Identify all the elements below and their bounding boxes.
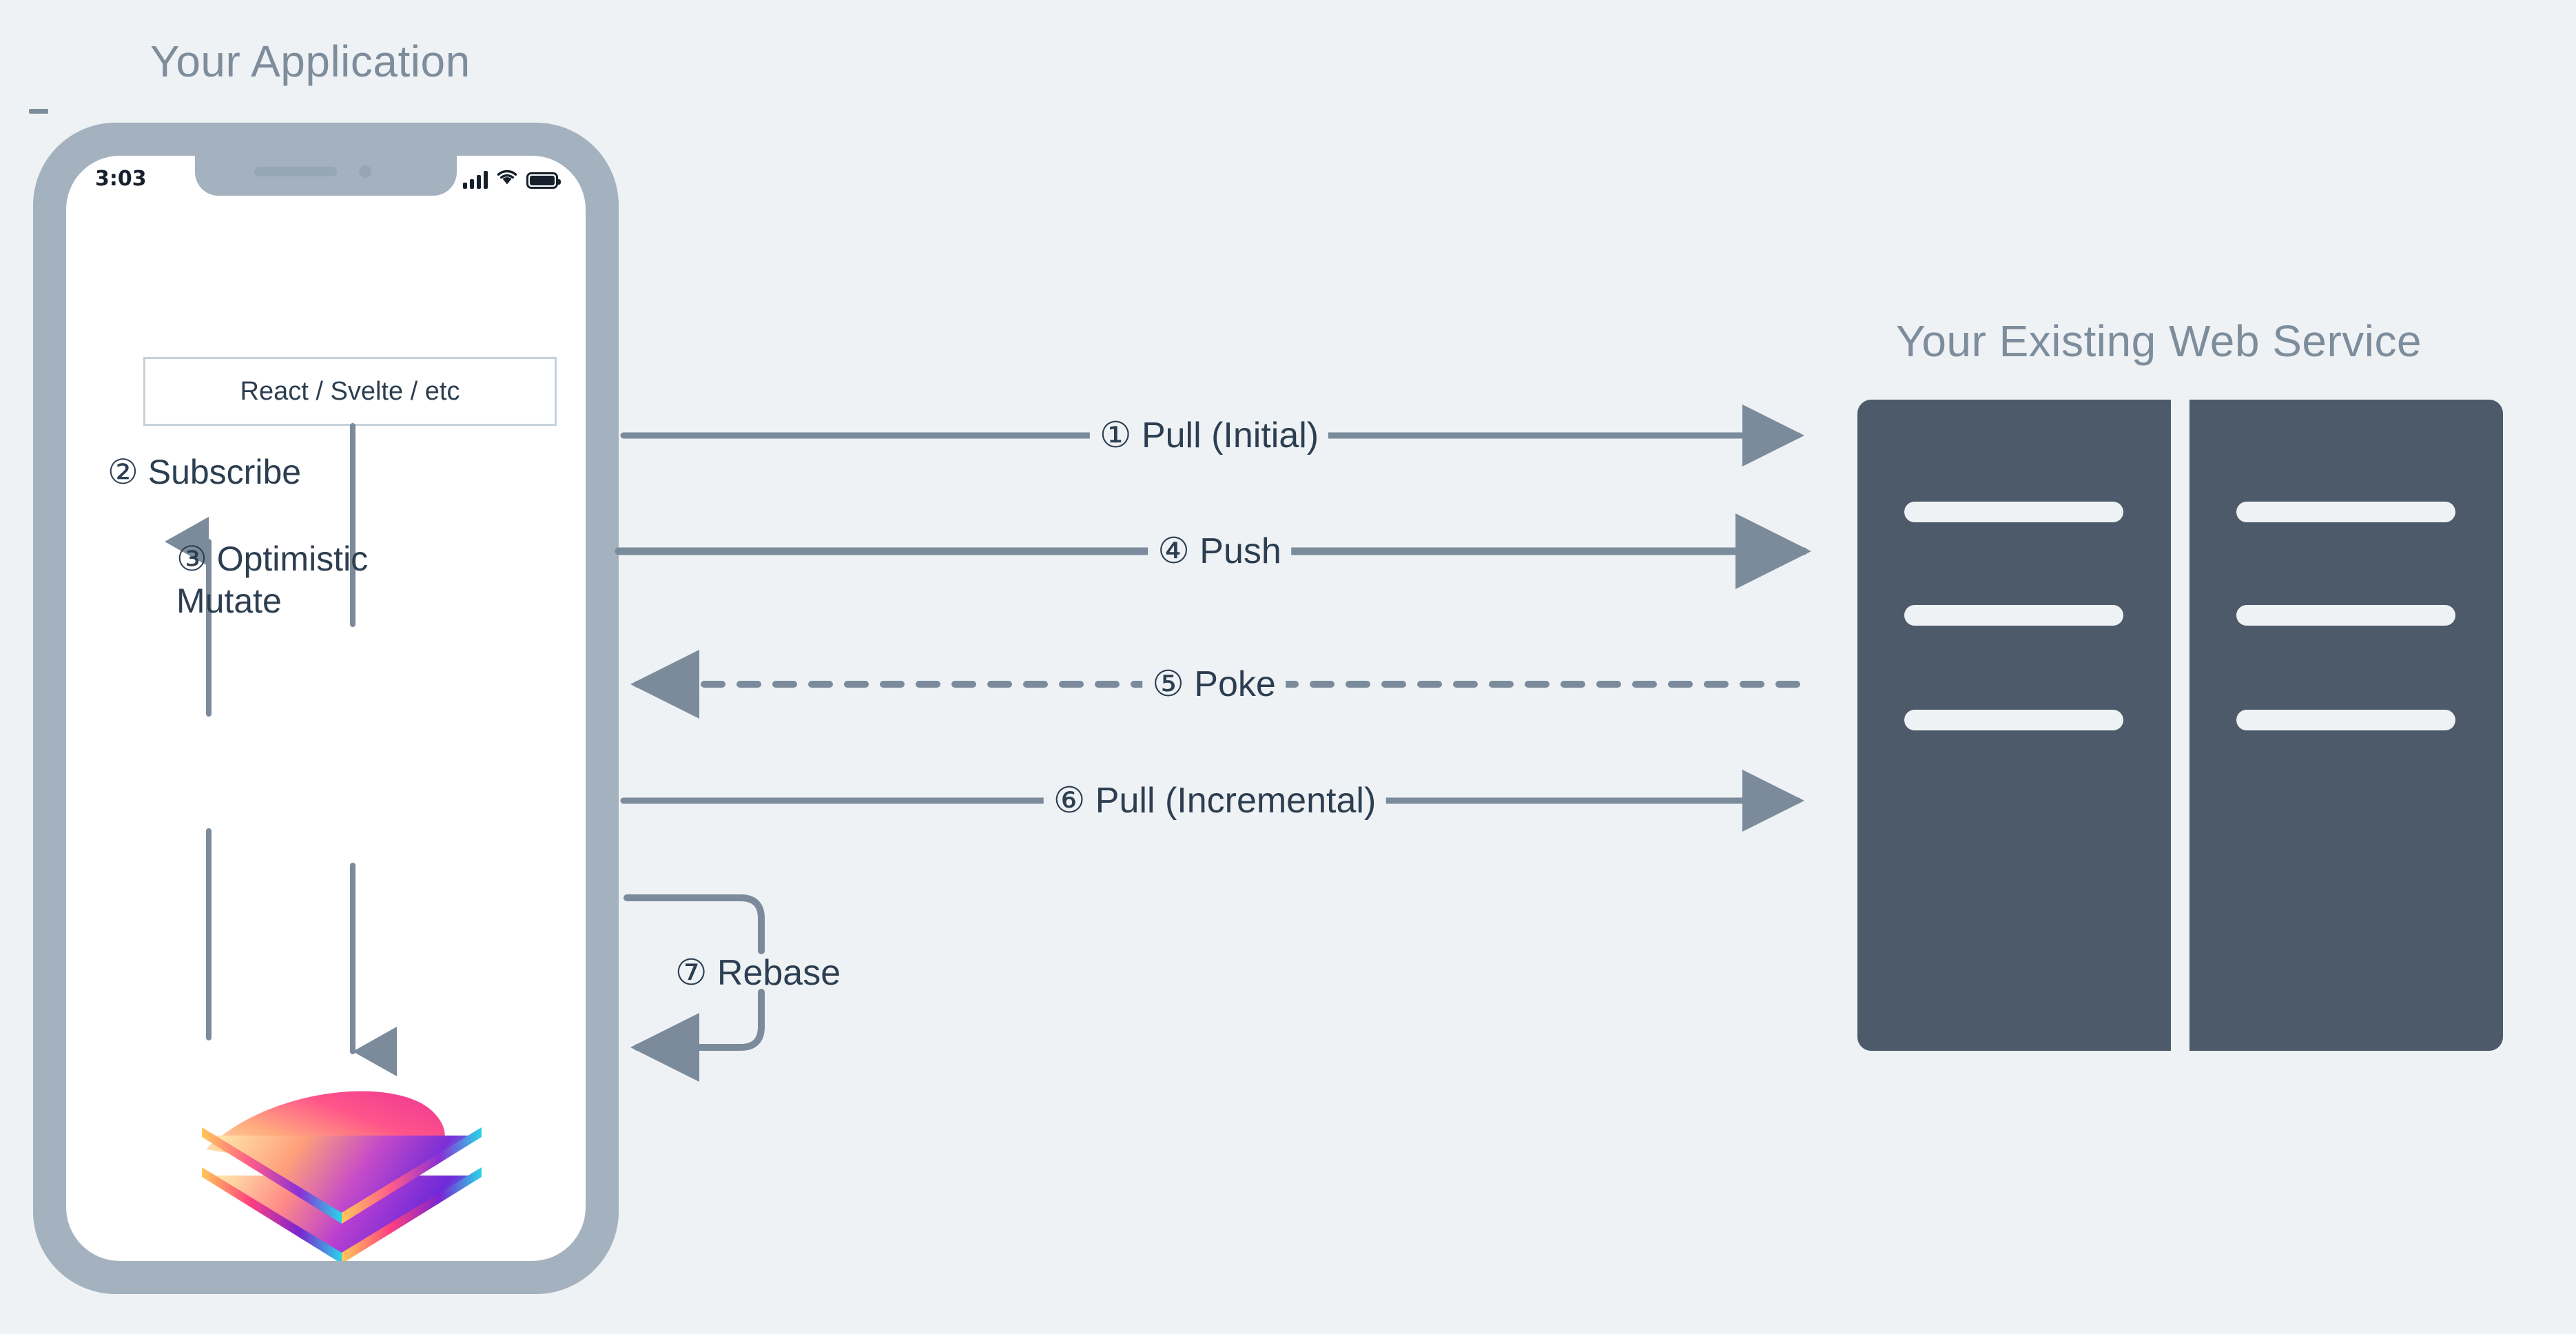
server-bar	[1904, 710, 2123, 730]
server-block-right	[2189, 400, 2503, 1051]
phone-mockup: 3:03 React /	[33, 123, 619, 1294]
label-optimistic-mutate: ③ Optimistic Mutate	[176, 540, 369, 620]
battery-icon	[526, 172, 561, 189]
notch-speaker-icon	[254, 167, 337, 176]
wifi-icon	[496, 167, 518, 189]
status-icons	[463, 167, 561, 189]
page-title-your-application: Your Application	[150, 37, 471, 86]
label-poke: ⑤ Poke	[1142, 664, 1286, 705]
server-bar	[1904, 502, 2123, 522]
server-bar	[2236, 502, 2455, 522]
phone-screen: 3:03 React /	[66, 156, 586, 1261]
server-bar	[2236, 710, 2455, 730]
framework-box-label: React / Svelte / etc	[240, 376, 460, 406]
signal-bars-icon	[463, 171, 488, 189]
status-time: 3:03	[95, 167, 147, 191]
phone-notch	[195, 156, 457, 196]
framework-box: React / Svelte / etc	[143, 357, 557, 426]
label-subscribe: ② Subscribe	[107, 453, 302, 491]
notch-camera-icon	[359, 165, 371, 178]
server-block-left	[1857, 400, 2171, 1051]
label-pull-initial: ① Pull (Initial)	[1089, 415, 1329, 456]
decorative-dash-mark	[29, 109, 48, 114]
status-bar: 3:03	[66, 156, 586, 204]
label-rebase: ⑦ Rebase	[674, 953, 841, 993]
page-title-your-existing-web-service: Your Existing Web Service	[1896, 316, 2422, 366]
replicache-layers-logo	[202, 1091, 482, 1261]
server-bar	[1904, 605, 2123, 626]
label-pull-incremental: ⑥ Pull (Incremental)	[1043, 780, 1386, 821]
replicache-store: Replicache	[194, 1072, 490, 1261]
server-bar	[2236, 605, 2455, 626]
label-push: ④ Push	[1148, 531, 1291, 572]
